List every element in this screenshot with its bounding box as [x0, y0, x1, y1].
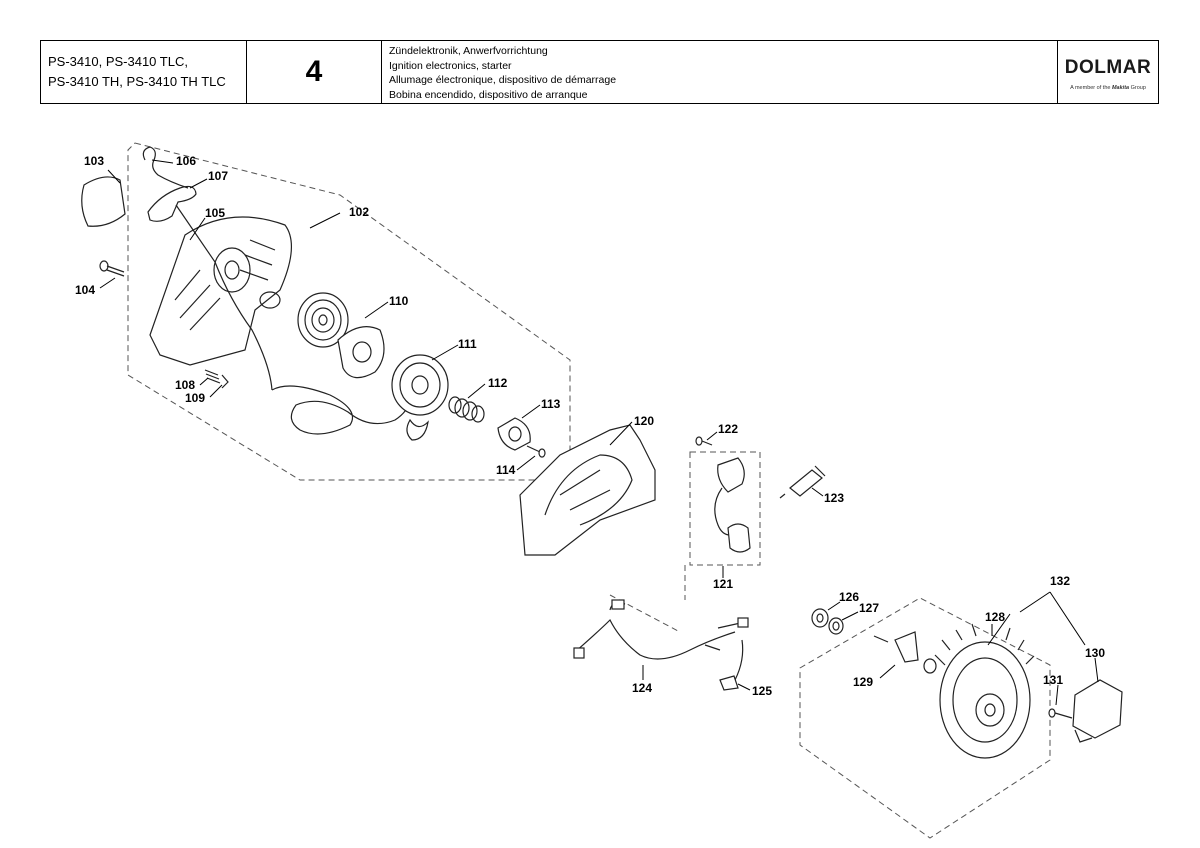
label-132: 132: [1050, 574, 1070, 588]
spring-108: [204, 369, 229, 389]
dolmar-logo: DOLMAR: [1064, 57, 1152, 78]
label-126: 126: [839, 590, 859, 604]
ground-lead-125: [719, 639, 744, 691]
screw-114: [526, 445, 546, 458]
label-121: 121: [713, 577, 733, 591]
starter-rope-loop: [271, 385, 409, 435]
label-112: 112: [488, 376, 508, 390]
label-125: 125: [752, 684, 772, 698]
label-129: 129: [853, 675, 873, 689]
pawl-129: [873, 631, 937, 674]
starter-group-outline: [127, 142, 571, 481]
title-fr: Allumage électronique, dispositivo de dé…: [389, 74, 617, 86]
recoil-spring-110: [297, 292, 385, 379]
label-111: 111: [458, 337, 477, 351]
makita-logo: Makita: [1111, 85, 1130, 91]
brand-block: DOLMAR A member of the Makita Group: [1058, 41, 1158, 103]
label-113: 113: [541, 397, 561, 411]
model-line-1: PS-3410, PS-3410 TLC,: [48, 54, 188, 69]
pawl-spring-112: [448, 396, 485, 423]
label-123: 123: [824, 491, 844, 505]
wire-harness-124: [573, 599, 749, 660]
fan-housing-120: [519, 424, 656, 556]
label-105: 105: [205, 206, 225, 220]
label-104: 104: [75, 283, 95, 297]
nut-126: [811, 608, 829, 628]
wire-harness-leader: [609, 565, 686, 633]
title-de: Zündelektronik, Anwerfvorrichtung: [389, 45, 548, 57]
ignition-coil-group-outline: [689, 451, 761, 566]
label-110: 110: [389, 294, 409, 308]
brand-tagline: A member of the Makita Group: [1070, 85, 1146, 91]
cam-113: [497, 417, 531, 451]
label-127: 127: [859, 601, 879, 615]
label-130: 130: [1085, 646, 1105, 660]
rope-pulley-111: [391, 354, 449, 441]
label-103: 103: [84, 154, 104, 168]
label-102: 102: [349, 205, 369, 219]
title-es: Bobina encendido, dispositivo de arranqu…: [389, 88, 588, 101]
flywheel-128: [934, 623, 1035, 759]
label-109: 109: [185, 391, 205, 405]
spark-plug-123: [779, 465, 826, 499]
label-122: 122: [718, 422, 738, 436]
label-108: 108: [175, 378, 195, 392]
flywheel-group-outline: [799, 597, 1051, 839]
title-block: PS-3410, PS-3410 TLC, PS-3410 TH, PS-341…: [40, 40, 1159, 104]
label-107: 107: [208, 169, 228, 183]
leader-lines: [99, 159, 1099, 706]
ignition-coil-121: [714, 457, 751, 553]
page-number: 4: [247, 41, 382, 103]
label-128: 128: [985, 610, 1005, 624]
cover-plate-103: [81, 176, 126, 227]
washer-127: [828, 617, 844, 635]
screw-131: [1048, 708, 1073, 719]
label-106: 106: [176, 154, 196, 168]
ignition-module-130: [1072, 679, 1123, 743]
model-list: PS-3410, PS-3410 TLC, PS-3410 TH, PS-341…: [41, 41, 247, 103]
label-131: 131: [1043, 673, 1063, 687]
screw-104: [99, 260, 125, 277]
label-124: 124: [632, 681, 652, 695]
section-titles: Zündelektronik, Anwerfvorrichtung Igniti…: [382, 41, 1058, 103]
screw-122: [695, 436, 713, 446]
starter-housing-102: [149, 216, 293, 366]
label-120: 120: [634, 414, 654, 428]
title-en: Ignition electronics, starter: [389, 59, 512, 72]
label-114: 114: [496, 463, 516, 477]
model-line-2: PS-3410 TH, PS-3410 TH TLC: [48, 74, 226, 89]
